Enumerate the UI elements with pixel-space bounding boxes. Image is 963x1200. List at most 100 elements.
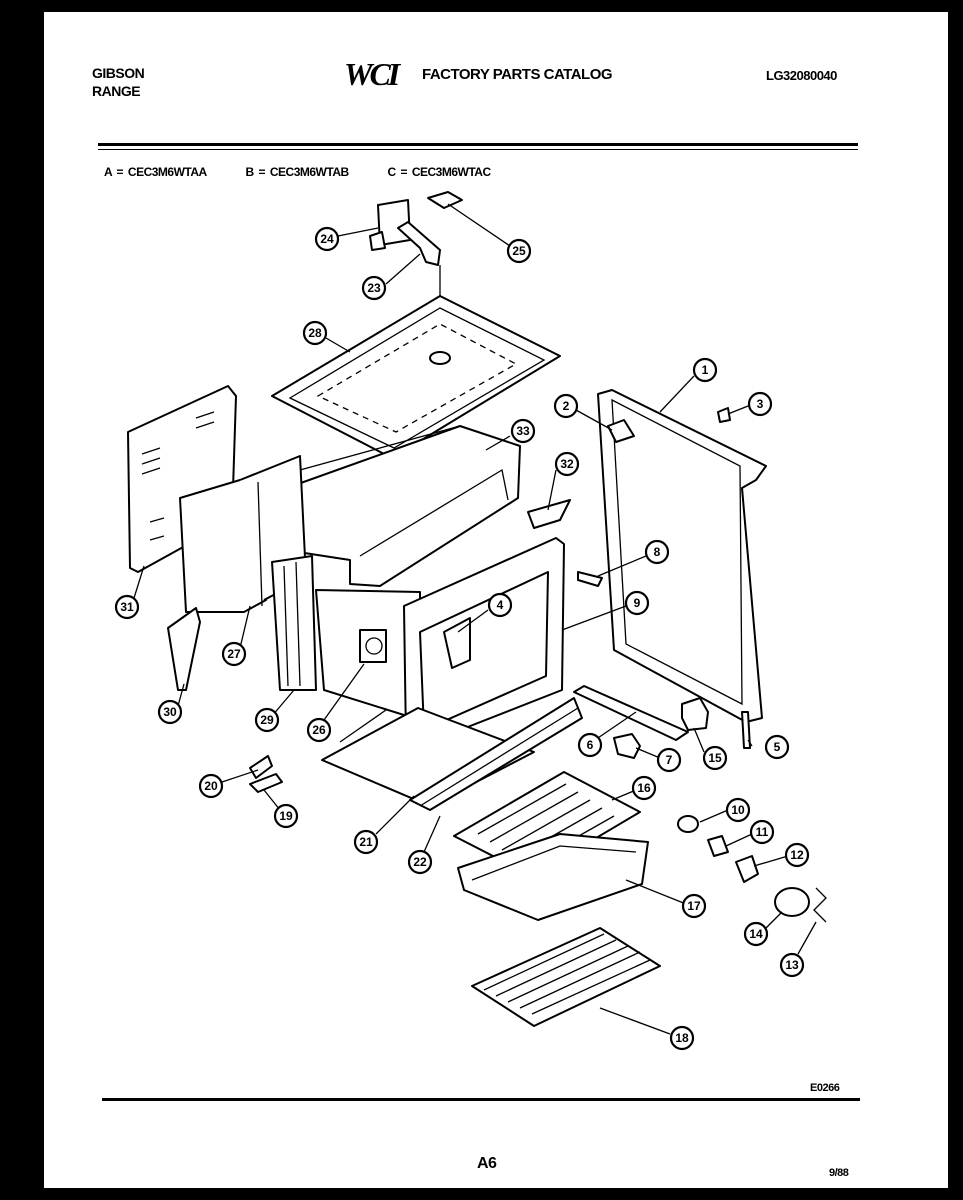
exploded-parts-diagram: 24 25 23 28 1 2 3 33 32 8 9 4 5 6 7 15 1… — [114, 191, 827, 1051]
svg-text:1: 1 — [702, 363, 709, 377]
callout-7: 7 — [656, 747, 682, 773]
svg-text:21: 21 — [359, 835, 373, 849]
callout-9: 9 — [624, 590, 650, 616]
callout-17: 17 — [681, 893, 707, 919]
header-rule-thin — [98, 149, 858, 150]
part-rear-panel — [179, 455, 307, 613]
callout-29: 29 — [254, 707, 280, 733]
page-number: A6 — [477, 1155, 497, 1172]
callout-6: 6 — [577, 732, 603, 758]
svg-text:27: 27 — [227, 647, 241, 661]
part-connector-19 — [249, 773, 283, 793]
part-top-panel — [271, 295, 561, 459]
callout-19: 19 — [273, 803, 299, 829]
callout-18: 18 — [669, 1025, 695, 1051]
callout-15: 15 — [702, 745, 728, 771]
svg-text:18: 18 — [675, 1031, 689, 1045]
svg-text:29: 29 — [260, 713, 274, 727]
svg-text:26: 26 — [312, 723, 326, 737]
part-block-15 — [681, 697, 709, 731]
model-b: B = CEC3M6WTAB — [245, 165, 350, 179]
model-list: A = CEC3M6WTAA B = CEC3M6WTAB C = CEC3M6… — [104, 165, 525, 179]
product-type: RANGE — [92, 83, 141, 99]
svg-text:19: 19 — [279, 809, 293, 823]
svg-text:20: 20 — [204, 779, 218, 793]
callout-1: 1 — [692, 357, 718, 383]
part-arm — [397, 221, 441, 266]
part-clip — [427, 191, 463, 209]
model-a: A = CEC3M6WTAA — [104, 165, 207, 179]
callout-4: 4 — [487, 592, 513, 618]
callout-33: 33 — [510, 418, 536, 444]
svg-text:16: 16 — [637, 781, 651, 795]
callout-21: 21 — [353, 829, 379, 855]
part-spring-13 — [813, 887, 827, 923]
part-rail — [573, 685, 689, 741]
svg-text:31: 31 — [120, 600, 134, 614]
callout-10: 10 — [725, 797, 751, 823]
callout-5: 5 — [764, 734, 790, 760]
part-leg-5 — [741, 711, 751, 749]
callout-3: 3 — [747, 391, 773, 417]
callout-30: 30 — [157, 699, 183, 725]
svg-text:5: 5 — [774, 740, 781, 754]
part-clip-11 — [707, 835, 729, 857]
model-c: C = CEC3M6WTAC — [387, 165, 492, 179]
svg-text:12: 12 — [790, 848, 804, 862]
callout-12: 12 — [784, 842, 810, 868]
callout-32: 32 — [554, 451, 580, 477]
callout-11: 11 — [749, 819, 775, 845]
part-front-frame — [403, 499, 571, 749]
part-broiler-pan — [457, 833, 649, 921]
svg-text:23: 23 — [367, 281, 381, 295]
svg-text:6: 6 — [587, 738, 594, 752]
svg-text:22: 22 — [413, 855, 427, 869]
svg-text:24: 24 — [320, 232, 334, 246]
brand-block: GIBSON RANGE — [92, 64, 145, 100]
part-hinge — [167, 607, 201, 691]
catalog-number: LG32080040 — [766, 68, 837, 83]
part-knob-insert-12 — [735, 855, 759, 883]
drawing-reference: E0266 — [810, 1082, 840, 1094]
svg-text:32: 32 — [560, 457, 574, 471]
svg-text:11: 11 — [756, 825, 769, 839]
svg-text:14: 14 — [749, 927, 763, 941]
callout-13: 13 — [779, 952, 805, 978]
svg-text:28: 28 — [308, 326, 322, 340]
svg-text:8: 8 — [654, 545, 661, 559]
svg-text:33: 33 — [516, 424, 530, 438]
callout-28: 28 — [302, 320, 328, 346]
callout-22: 22 — [407, 849, 433, 875]
svg-text:10: 10 — [731, 803, 745, 817]
part-bezel-10 — [677, 815, 699, 833]
part-bottom-panel — [321, 707, 535, 807]
callout-2: 2 — [553, 393, 579, 419]
part-oven-rack — [471, 927, 661, 1027]
svg-text:17: 17 — [687, 899, 701, 913]
part-clip-3 — [717, 407, 731, 423]
callout-14: 14 — [743, 921, 769, 947]
callout-20: 20 — [198, 773, 224, 799]
callout-16: 16 — [631, 775, 657, 801]
svg-text:4: 4 — [497, 598, 504, 612]
catalog-title: FACTORY PARTS CATALOG — [422, 66, 613, 83]
callout-8: 8 — [644, 539, 670, 565]
footer-rule — [102, 1098, 860, 1101]
wci-logo: WCI — [344, 56, 400, 92]
svg-text:25: 25 — [512, 244, 526, 258]
callout-24: 24 — [314, 226, 340, 252]
part-wire-20 — [249, 755, 273, 779]
catalog-sheet: GIBSON RANGE WCI FACTORY PARTS CATALOG L… — [44, 12, 948, 1188]
date-code: 9/88 — [829, 1167, 849, 1179]
part-right-side-panel — [597, 389, 767, 723]
part-side-panel — [271, 555, 317, 691]
callout-23: 23 — [361, 275, 387, 301]
svg-text:13: 13 — [785, 958, 799, 972]
part-clip-7 — [613, 733, 641, 759]
part-screw-8 — [577, 571, 603, 587]
header-rule — [98, 143, 858, 146]
svg-text:15: 15 — [708, 751, 722, 765]
leader-lines — [133, 203, 817, 1035]
part-kick-plate — [409, 697, 583, 811]
brand-name: GIBSON — [92, 65, 145, 81]
